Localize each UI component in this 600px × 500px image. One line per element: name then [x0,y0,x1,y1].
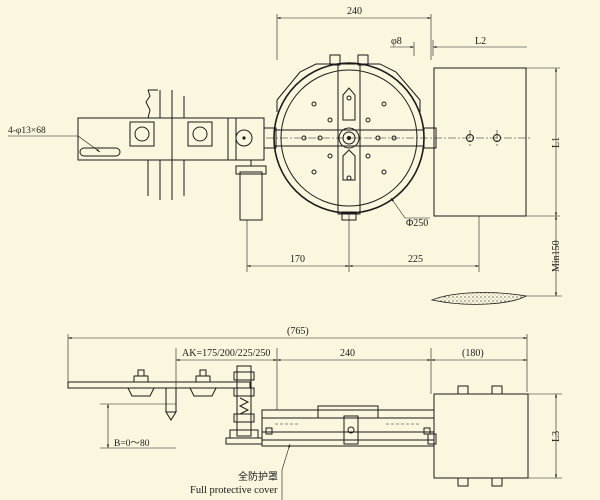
slot-label: 4-φ13×68 [8,126,46,136]
side-view: (765) AK=175/200/225/250 240 (180) [67,326,562,500]
dim-min150: Min150 [526,216,562,297]
hanging-cylinder [239,171,263,221]
support-arm [67,381,251,389]
top-dimension-phi8-L2: φ8 L2 [390,36,527,56]
dim-AK-label: AK=175/200/225/250 [182,348,270,359]
dim-170-label: 170 [290,254,305,265]
side-gearbox [427,385,529,487]
top-view: 240 φ8 L2 L1 Min150 [8,6,562,305]
dim-L3: L3 [528,393,562,479]
dim-min150-label: Min150 [551,240,562,272]
bracket-slot [79,147,121,157]
belt-material [430,292,528,305]
dim-L3-label: L3 [551,431,562,442]
bracket-bolt-block [187,121,213,147]
dim-765-label: (765) [287,326,309,337]
frame-post [145,89,185,200]
dim-L1-label: L1 [551,137,562,148]
dim-L2-label: L2 [475,36,486,47]
top-dimension-240: 240 [276,6,432,60]
cover-callout: 全防护罩 Full protective cover [190,443,291,500]
shaft-body [236,365,252,437]
gearbox-block [433,67,527,217]
dim-225-label: 225 [408,254,423,265]
dim-240-label: 240 [347,6,362,17]
dim-phi8-label: φ8 [391,36,402,47]
housing-body [261,409,435,441]
cover-label-cn: 全防护罩 [238,470,278,483]
brush-housing [261,405,435,447]
slot-callout: 4-φ13×68 [8,126,101,153]
dim-L1: L1 [526,67,562,217]
mounting-bracket [77,117,265,161]
dim-B-label: B=0～80 [114,439,150,449]
dim-765: (765) [67,326,528,392]
vertical-shaft [225,365,263,445]
arm-clamps [127,369,217,421]
dim-row-AK: AK=175/200/225/250 240 (180) [175,348,527,410]
dim-phi250: Φ250 [390,197,430,229]
disc-bolt-holes [301,95,397,181]
dim-side-240-label: 240 [340,348,355,359]
cover-label-en: Full protective cover [190,485,278,496]
dim-180-label: (180) [462,348,484,359]
bottom-dimensions: 170 225 [246,214,480,272]
dim-B: B=0～80 [100,403,176,449]
bracket-bolt-block [129,121,155,147]
dim-phi250-label: Φ250 [406,218,428,229]
side-gearbox-body [433,393,529,479]
